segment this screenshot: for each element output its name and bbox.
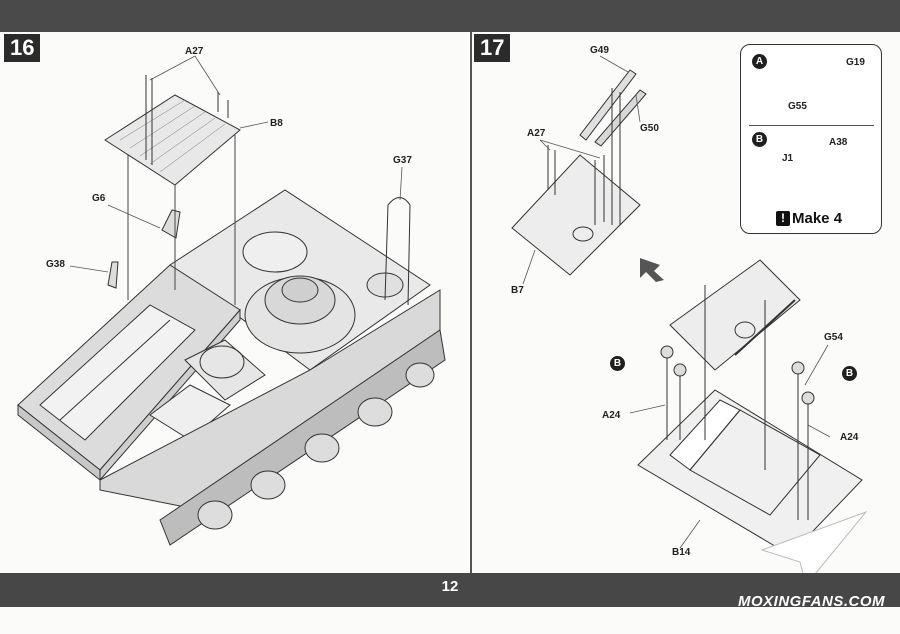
label-g55: G55	[788, 101, 807, 112]
bottom-banner	[0, 573, 900, 607]
watermark-text: MOXINGFANS.COM	[738, 593, 886, 610]
handle-part-g37	[384, 197, 411, 306]
top-banner	[0, 0, 900, 32]
make-quantity-note: !Make 4	[776, 210, 842, 227]
label-b8: B8	[270, 118, 283, 129]
step-divider	[470, 32, 472, 573]
label-g19: G19	[846, 57, 865, 68]
label-g50: G50	[640, 123, 659, 134]
label-a24-left: A24	[602, 410, 621, 421]
exclamation-icon: !	[776, 211, 790, 226]
step-number-16: 16	[4, 34, 41, 62]
label-g37: G37	[393, 155, 412, 166]
label-g38: G38	[46, 259, 65, 270]
label-a27-step17: A27	[527, 128, 546, 139]
step-number-17: 17	[474, 34, 511, 62]
label-a27: A27	[185, 46, 204, 57]
part-g6	[161, 209, 181, 239]
part-g38	[107, 261, 119, 289]
label-g6: G6	[92, 193, 106, 204]
hull-drawing	[17, 189, 446, 546]
label-b7: B7	[511, 285, 524, 296]
label-g54: G54	[824, 332, 843, 343]
rod-g49-g50	[579, 69, 647, 147]
callout-badge-b: B	[752, 132, 767, 147]
label-a38: A38	[829, 137, 848, 148]
page-number: 12	[441, 578, 459, 595]
make-quantity-text: Make 4	[792, 210, 843, 227]
grille-part-b8	[104, 94, 241, 186]
label-a24-right: A24	[840, 432, 859, 443]
label-b14: B14	[672, 547, 691, 558]
callout-divider	[749, 125, 874, 126]
badge-b-right: B	[842, 366, 857, 381]
badge-b-left: B	[610, 356, 625, 371]
label-j1: J1	[782, 153, 794, 164]
direction-arrow-icon	[640, 258, 664, 282]
assembled-hatch-drawing	[669, 259, 801, 371]
hatch-b7-drawing	[511, 154, 641, 276]
label-g49: G49	[590, 45, 609, 56]
callout-badge-a: A	[752, 54, 767, 69]
